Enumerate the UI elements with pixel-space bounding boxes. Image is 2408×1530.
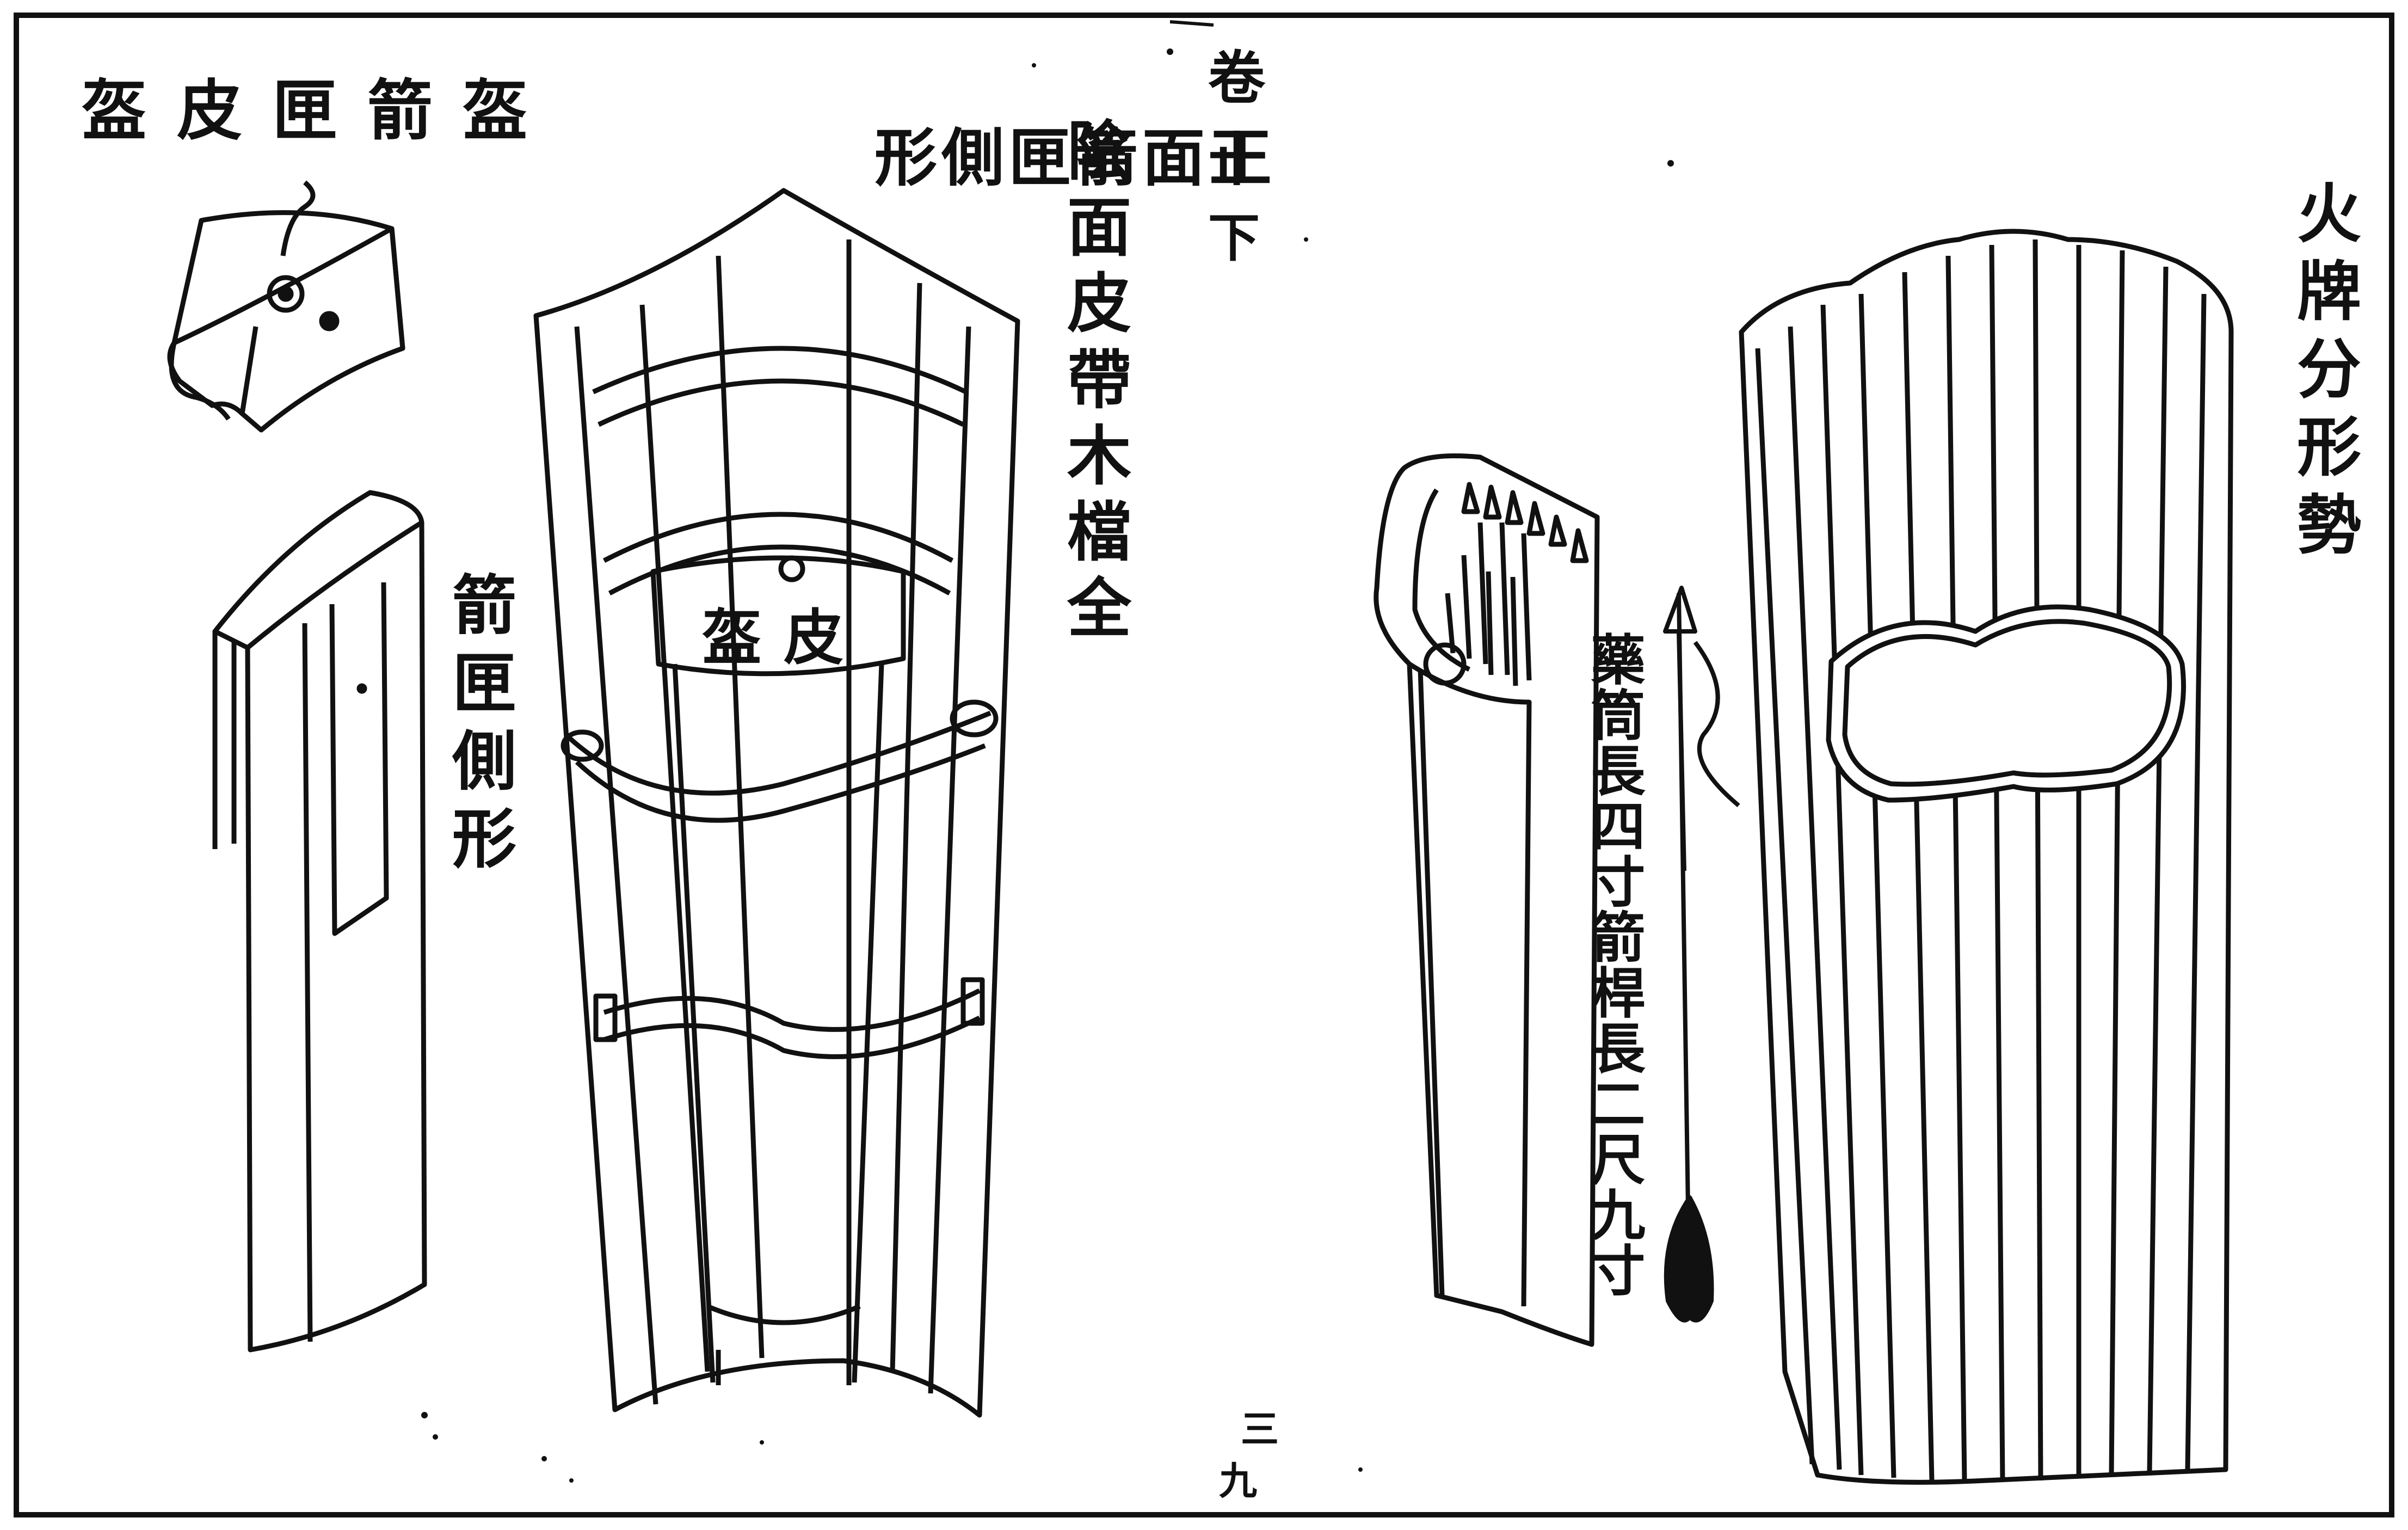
center-heading: 正面箭匣側形: [874, 121, 1276, 195]
torn-top-edge: [1169, 20, 1214, 27]
page-number-top: 三: [1241, 1406, 1279, 1452]
leather-cap-drawing: [167, 180, 405, 433]
header-xia: 下: [1208, 208, 1260, 268]
center-vertical-label: 陰面皮帶木檔全: [1056, 117, 1132, 650]
header-juan: 卷: [1208, 44, 1266, 112]
quiver-back-panel-drawing: [533, 188, 1020, 1418]
top-left-title: 盔皮匣箭盔: [82, 72, 558, 149]
right-title: 火牌分形勢: [2286, 180, 2362, 569]
print-specks: [421, 48, 1674, 1483]
fire-shield-drawing: [1739, 229, 2234, 1485]
quiver-side-label: 箭匣側形: [441, 572, 517, 883]
quiver-side-view-drawing: [212, 490, 427, 1353]
page-number: 九: [1219, 1458, 1257, 1503]
header-shi: 十: [1208, 126, 1265, 193]
inner-cap-label: 盔皮: [702, 603, 865, 673]
arrow-note: 藥筒長四寸箭桿長二尺九寸: [1581, 631, 1646, 1298]
quiver-front-with-arrows-drawing: [1374, 453, 1600, 1347]
fire-arrow-drawing: [1663, 586, 1740, 1323]
page-border: [14, 13, 2394, 1517]
